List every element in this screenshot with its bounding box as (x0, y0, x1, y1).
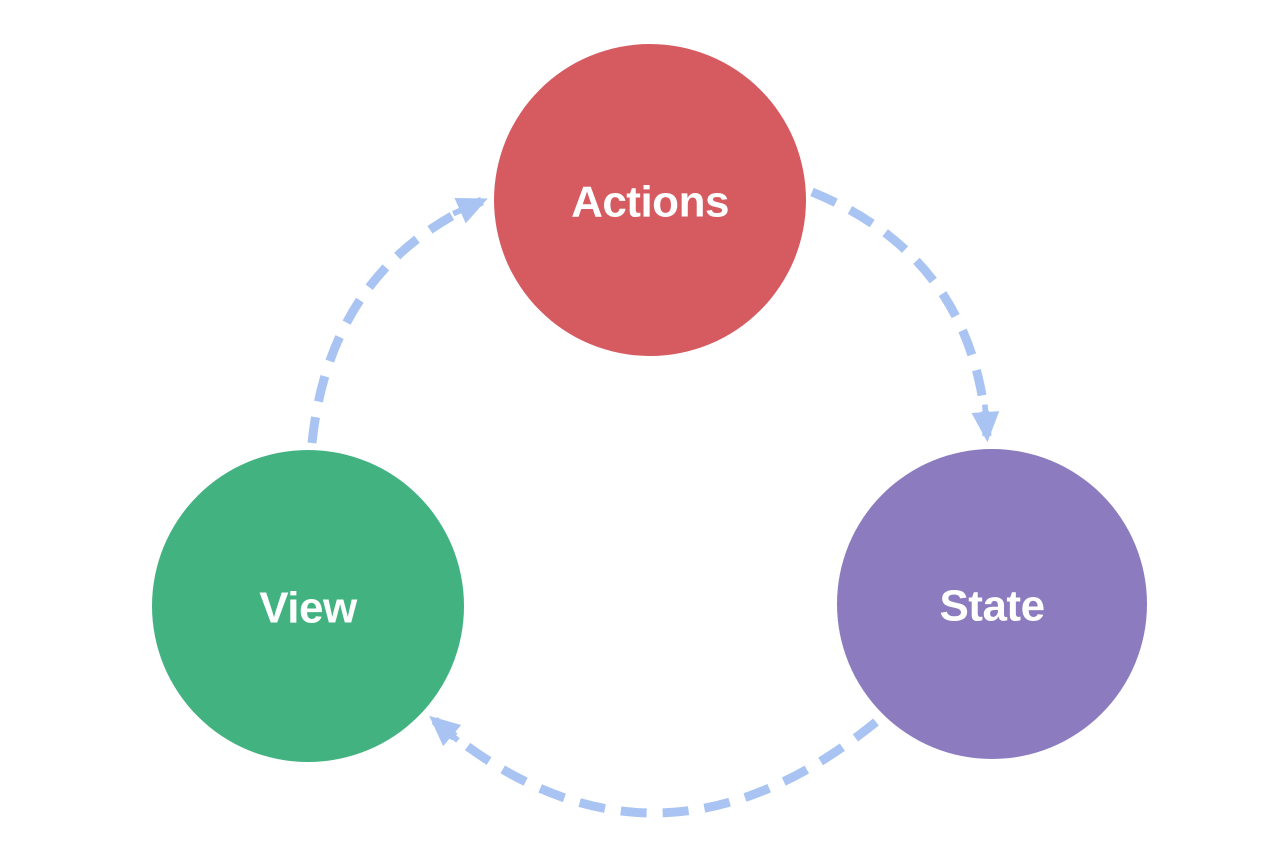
node-actions-label: Actions (571, 178, 729, 227)
node-view: View (152, 450, 464, 762)
edge-actions-to-state-arrow (810, 187, 1000, 443)
node-actions: Actions (494, 44, 806, 356)
edge-view-to-actions-arrow (307, 196, 488, 444)
node-state-circle (837, 449, 1147, 759)
node-view-circle (152, 450, 464, 762)
node-state: State (837, 449, 1147, 759)
node-actions-circle (494, 44, 806, 356)
node-view-label: View (259, 584, 358, 633)
node-state-label: State (939, 582, 1044, 631)
